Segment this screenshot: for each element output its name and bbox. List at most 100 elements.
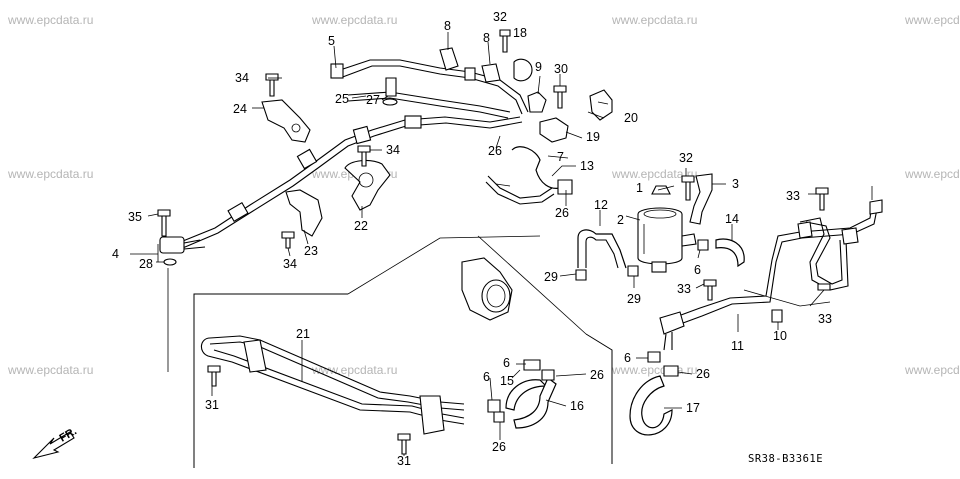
callout-26: 26 — [696, 367, 710, 381]
hose-clamp — [647, 351, 661, 363]
callout-26: 26 — [488, 144, 502, 158]
callout-20: 20 — [624, 111, 638, 125]
washer — [163, 258, 177, 266]
bracket — [589, 89, 613, 121]
hose-clamp — [227, 202, 249, 222]
callout-21: 21 — [296, 327, 310, 341]
hose-clamp — [663, 365, 679, 377]
callout-5: 5 — [328, 34, 335, 48]
callout-31: 31 — [397, 454, 411, 468]
hose-fitting — [159, 236, 185, 254]
bolt — [703, 279, 717, 301]
hose-clamp-bracket — [344, 159, 391, 211]
leader-line — [347, 235, 541, 295]
callout-29: 29 — [544, 270, 558, 284]
bolt — [207, 365, 221, 387]
callout-9: 9 — [535, 60, 542, 74]
leader-lines — [130, 32, 873, 456]
front-direction-label: FR. — [58, 425, 79, 444]
callout-29: 29 — [627, 292, 641, 306]
callout-26: 26 — [590, 368, 604, 382]
cooler-line — [661, 203, 873, 323]
hose — [715, 238, 745, 268]
hose-clamp — [493, 411, 505, 423]
callout-16: 16 — [570, 399, 584, 413]
watermark: www.epcdata.ru — [611, 13, 697, 27]
return-hose — [511, 146, 569, 189]
watermark: www.epcdata.ru — [7, 167, 93, 181]
callout-8: 8 — [444, 19, 451, 33]
watermark: www.epcdata.ru — [611, 167, 697, 181]
callout-19: 19 — [586, 130, 600, 144]
bracket — [261, 99, 311, 143]
callout-33: 33 — [677, 282, 691, 296]
parts-drawing — [32, 29, 883, 468]
hose — [513, 377, 557, 429]
tube-clamp — [464, 67, 476, 81]
hose-clamp — [523, 359, 541, 371]
hose-clamp — [557, 179, 573, 195]
tube-clamp — [481, 63, 501, 83]
tube-clamp — [841, 227, 859, 245]
callout-34: 34 — [283, 257, 297, 271]
callout-6: 6 — [503, 356, 510, 370]
watermark: www.epcdata.ru — [311, 13, 397, 27]
hose-clamp — [404, 115, 422, 129]
hose-clamp — [541, 369, 555, 381]
tube-clamp — [513, 58, 533, 82]
reservoir-cap — [651, 185, 671, 195]
tube-clamp — [439, 47, 459, 71]
callout-12: 12 — [594, 198, 608, 212]
hose-clamp — [352, 125, 372, 145]
callout-11: 11 — [731, 339, 744, 353]
hose-clamp — [296, 148, 318, 170]
reservoir-bracket — [689, 173, 713, 225]
callout-2: 2 — [617, 213, 624, 227]
callout-33: 33 — [818, 312, 832, 326]
callout-22: 22 — [354, 219, 368, 233]
callout-7: 7 — [557, 150, 564, 164]
reservoir — [637, 207, 697, 273]
hose-clamp — [575, 269, 587, 281]
tube-clamp — [797, 221, 813, 239]
callout-32: 32 — [679, 151, 693, 165]
callout-6: 6 — [694, 263, 701, 277]
detail-frame — [193, 293, 613, 468]
hose-joint — [659, 311, 685, 335]
callout-1: 1 — [636, 181, 643, 195]
watermark: www.epcdata.ru — [7, 13, 93, 27]
hose-joint — [539, 117, 569, 143]
callout-34: 34 — [386, 143, 400, 157]
callout-numbers: 5 8 32 8 18 9 30 20 19 7 13 25 27 34 24 … — [112, 10, 832, 468]
rail-tube — [339, 59, 529, 113]
bolt — [553, 85, 567, 109]
hose-clamp — [487, 399, 501, 413]
diagram-code: SR38-B3361E — [748, 453, 823, 465]
bolt — [817, 283, 831, 291]
cooler-bracket — [419, 395, 445, 435]
callout-6: 6 — [483, 370, 490, 384]
callout-17: 17 — [686, 401, 700, 415]
callout-31: 31 — [205, 398, 219, 412]
bolt — [499, 29, 511, 53]
callout-35: 35 — [128, 210, 142, 224]
watermark: www.epcdata.ru — [904, 167, 960, 181]
callout-30: 30 — [554, 62, 568, 76]
cooler-clamp — [243, 339, 267, 373]
fitting — [385, 77, 397, 97]
bolt — [157, 209, 171, 237]
callout-33: 33 — [786, 189, 800, 203]
hose-clamp — [627, 265, 639, 277]
front-direction-arrow — [32, 431, 75, 460]
hose-clamp — [697, 239, 709, 251]
watermark: www.epcdata.ru — [904, 13, 960, 27]
callout-26: 26 — [492, 440, 506, 454]
hose — [629, 375, 673, 436]
callout-15: 15 — [500, 374, 514, 388]
callout-28: 28 — [139, 257, 153, 271]
callout-8: 8 — [483, 31, 490, 45]
watermark: www.epcdata.ru — [611, 363, 697, 377]
watermark: www.epcdata.ru — [904, 363, 960, 377]
tube-end — [330, 63, 344, 79]
